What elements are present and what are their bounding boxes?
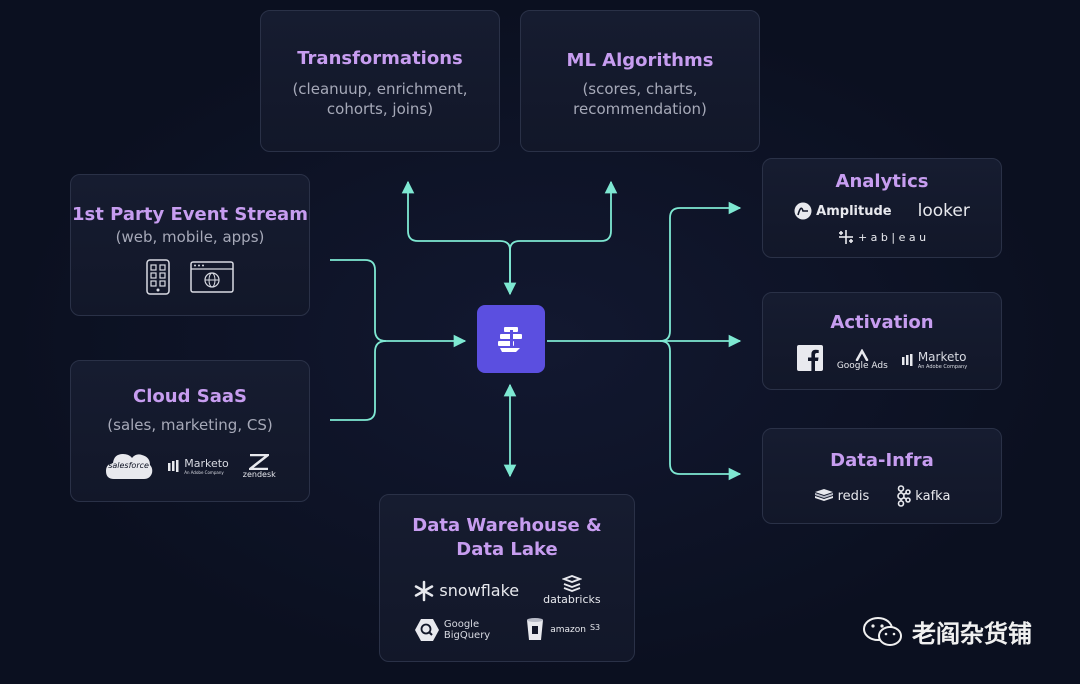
google-ads-icon: [856, 349, 869, 361]
analytics-box: Analytics Amplitude looker: [762, 158, 1002, 258]
redis-icon: [814, 489, 833, 501]
zendesk-logo: zendesk: [242, 453, 276, 479]
ml-algorithms-subtitle-2: recommendation): [573, 100, 707, 118]
databricks-logo: databricks: [543, 575, 601, 606]
data-warehouse-title-2: Data Lake: [456, 539, 558, 560]
hub-brand-icon: [498, 327, 522, 352]
snowflake-label: snowflake: [439, 581, 520, 600]
wechat-icon: [863, 616, 902, 646]
connector-cloud-saas: [330, 340, 387, 421]
facebook-logo: [796, 345, 823, 375]
ml-algorithms-subtitle-1: (scores, charts,: [582, 80, 698, 98]
transformations-title: Transformations: [297, 48, 463, 69]
amplitude-label: Amplitude: [816, 203, 892, 219]
redis-label: redis: [837, 488, 870, 504]
transformations-subtitle-2: cohorts, joins): [326, 100, 434, 118]
zendesk-label: zendesk: [242, 469, 276, 479]
looker-logo: looker: [918, 201, 970, 221]
data-infra-title: Data-Infra: [830, 450, 934, 471]
s3-label: S3: [589, 622, 601, 632]
connector-first-party: [330, 259, 467, 348]
marketo-activation-label: Marketo: [917, 349, 967, 364]
kafka-icon: [897, 485, 912, 507]
salesforce-cloud-icon: [106, 454, 153, 479]
data-warehouse-box: Data Warehouse & Data Lake snowflake dat…: [379, 494, 635, 662]
marketo-activation-logo: Marketo An Adobe Company: [901, 349, 968, 370]
first-party-title: 1st Party Event Stream: [72, 204, 308, 225]
cloud-saas-title: Cloud SaaS: [133, 386, 247, 407]
connector-ml: [509, 180, 618, 251]
marketo-bars-icon: [901, 354, 913, 366]
activation-title: Activation: [830, 312, 934, 333]
first-party-box: 1st Party Event Stream (web, mobile, app…: [70, 174, 310, 316]
bigquery-label-1: Google: [443, 619, 480, 630]
salesforce-label: salesforce: [108, 461, 149, 470]
snowflake-icon: [415, 580, 434, 601]
zendesk-icon: [249, 453, 270, 470]
bigquery-label-2: BigQuery: [443, 630, 491, 641]
amazon-s3-icon: [527, 618, 544, 640]
amplitude-logo: Amplitude: [794, 202, 892, 220]
first-party-subtitle: (web, mobile, apps): [115, 228, 265, 246]
amplitude-icon: [794, 202, 812, 220]
marketo-bars-icon: [168, 460, 179, 472]
ml-algorithms-box: ML Algorithms (scores, charts, recommend…: [520, 10, 760, 152]
data-warehouse-title-1: Data Warehouse &: [412, 515, 602, 536]
marketo-label: Marketo: [184, 456, 229, 470]
amazon-label: amazon: [550, 625, 586, 635]
wechat-watermark: 老阎杂货铺: [862, 614, 1032, 649]
connector-transformations: [401, 180, 511, 251]
tableau-logo: + a b | e a u: [838, 229, 926, 245]
transformations-box: Transformations (cleanuup, enrichment, c…: [260, 10, 500, 152]
snowflake-logo: snowflake: [413, 580, 519, 602]
cloud-saas-subtitle: (sales, marketing, CS): [107, 416, 273, 434]
bigquery-icon: [414, 619, 439, 641]
looker-label: looker: [917, 201, 970, 221]
redis-logo: redis: [814, 488, 870, 504]
connector-data-infra: [659, 340, 742, 481]
facebook-icon: [796, 345, 823, 371]
databricks-label: databricks: [543, 593, 601, 606]
cloud-saas-box: Cloud SaaS (sales, marketing, CS) salesf…: [70, 360, 310, 502]
marketo-logo: Marketo An Adobe Company: [168, 456, 229, 475]
ml-algorithms-title: ML Algorithms: [566, 50, 714, 71]
bigquery-logo: Google BigQuery: [414, 618, 490, 642]
tableau-icon: [838, 230, 853, 244]
hub-logo: [477, 305, 545, 373]
kafka-label: kafka: [915, 488, 951, 504]
google-ads-label: Google Ads: [836, 361, 888, 371]
marketo-tagline: An Adobe Company: [184, 469, 224, 475]
mobile-app-icon: [146, 259, 170, 295]
transformations-subtitle-1: (cleanuup, enrichment,: [292, 80, 468, 98]
salesforce-logo: salesforce: [104, 449, 154, 483]
google-ads-logo: Google Ads: [837, 349, 888, 371]
tableau-label: + a b | e a u: [857, 230, 927, 244]
connector-analytics: [659, 201, 742, 342]
activation-box: Activation Google Ads Marketo: [762, 292, 1002, 390]
analytics-title: Analytics: [835, 171, 929, 192]
kafka-logo: kafka: [895, 485, 950, 507]
data-infra-box: Data-Infra redis: [762, 428, 1002, 524]
databricks-icon: [561, 575, 582, 592]
watermark-text: 老阎杂货铺: [912, 620, 1032, 648]
amazon-s3-logo: amazon S3: [524, 617, 600, 643]
web-browser-icon: [190, 261, 234, 293]
marketo-activation-tagline: An Adobe Company: [917, 363, 968, 370]
